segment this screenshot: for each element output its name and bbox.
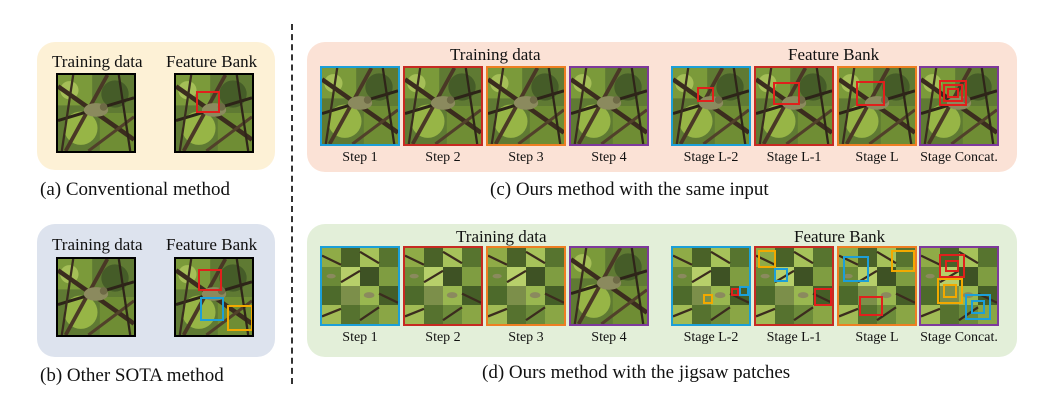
attention-box-red-inner xyxy=(947,88,959,98)
panel-d-stage-concat-label: Stage Concat. xyxy=(920,330,998,345)
bird-image-icon xyxy=(405,68,481,144)
panel-c-stage-concat-image xyxy=(919,66,999,146)
bird-image-icon xyxy=(58,259,134,335)
panel-b-training-image xyxy=(56,257,136,337)
panel-c-step-1-label: Step 1 xyxy=(342,150,378,165)
panel-d-stage-l-image xyxy=(837,246,917,326)
attention-box-red xyxy=(697,87,714,102)
panel-c-stage-l1-image xyxy=(754,66,834,146)
panel-c-step-2-image xyxy=(403,66,483,146)
panel-c-caption: (c) Ours method with the same input xyxy=(490,179,769,200)
bird-image-icon xyxy=(571,68,647,144)
panel-c-step-4-label: Step 4 xyxy=(591,150,627,165)
bird-image-icon xyxy=(756,68,832,144)
panel-c-stage-concat-label: Stage Concat. xyxy=(920,150,998,165)
panel-c-stage-l-image xyxy=(837,66,917,146)
panel-d-training-label: Training data xyxy=(456,227,547,246)
attention-box-red xyxy=(196,91,220,113)
panel-d-step-2-label: Step 2 xyxy=(425,330,461,345)
panel-d-stage-concat-image xyxy=(919,246,999,326)
attention-box-yellow xyxy=(703,294,713,304)
panel-a-caption: (a) Conventional method xyxy=(40,179,230,200)
panel-c-stage-l-label: Stage L xyxy=(855,150,899,165)
attention-box-red xyxy=(814,288,832,306)
panel-a-training-image xyxy=(56,73,136,153)
panel-c-step-3-label: Step 3 xyxy=(508,150,544,165)
bird-image-icon xyxy=(571,248,647,324)
panel-b-training-label: Training data xyxy=(52,235,143,254)
attention-box-blue xyxy=(739,286,749,296)
attention-box-yellow xyxy=(891,250,915,272)
panel-c-training-label: Training data xyxy=(450,45,541,64)
attention-box-yellow-inner xyxy=(943,284,957,298)
panel-c-step-2-label: Step 2 xyxy=(425,150,461,165)
bird-image-icon xyxy=(176,75,252,151)
attention-box-red-mid xyxy=(943,84,963,102)
panel-b-caption: (b) Other SOTA method xyxy=(40,365,224,386)
attention-box-red xyxy=(731,288,739,296)
panel-c-stage-l1-label: Stage L-1 xyxy=(766,150,822,165)
bird-image-icon xyxy=(322,68,398,144)
attention-box-red-outer xyxy=(939,80,967,106)
panel-d-stage-l-label: Stage L xyxy=(855,330,899,345)
attention-box-blue-inner xyxy=(971,300,985,314)
panel-d-step-4-image xyxy=(569,246,649,326)
bird-image-icon xyxy=(58,75,134,151)
panel-b-bank-label: Feature Bank xyxy=(166,235,258,254)
attention-box-red xyxy=(773,82,800,105)
panel-d-bank-label: Feature Bank xyxy=(794,227,886,246)
dashed-divider xyxy=(291,24,293,384)
attention-box-yellow-outer xyxy=(937,278,963,304)
panel-d-step-3-label: Step 3 xyxy=(508,330,544,345)
panel-c-stage-l2-image xyxy=(671,66,751,146)
panel-c-bank-label: Feature Bank xyxy=(788,45,880,64)
panel-d-step-3-image xyxy=(486,246,566,326)
attention-box-red xyxy=(856,81,885,106)
attention-box-yellow xyxy=(227,305,252,331)
attention-box-red xyxy=(198,269,222,291)
bird-image-icon xyxy=(488,68,564,144)
attention-box-red xyxy=(859,296,883,316)
attention-box-red-inner xyxy=(945,260,959,272)
attention-box-blue xyxy=(200,297,224,321)
attention-box-red-outer xyxy=(939,254,965,278)
panel-d-stage-l1-label: Stage L-1 xyxy=(766,330,822,345)
panel-d-step-4-label: Step 4 xyxy=(591,330,627,345)
panel-a-training-label: Training data xyxy=(52,52,143,71)
jigsaw-image-icon xyxy=(488,248,564,324)
panel-d-caption: (d) Ours method with the jigsaw patches xyxy=(482,362,791,383)
jigsaw-image-icon xyxy=(673,248,749,324)
panel-c-stage-l2-label: Stage L-2 xyxy=(683,150,739,165)
attention-box-yellow xyxy=(758,250,776,268)
attention-box-blue-outer xyxy=(965,294,991,320)
jigsaw-image-icon xyxy=(322,248,398,324)
panel-d-step-2-image xyxy=(403,246,483,326)
attention-box-blue xyxy=(774,268,788,282)
panel-a-bank-label: Feature Bank xyxy=(166,52,258,71)
panel-d-step-1-label: Step 1 xyxy=(342,330,378,345)
panel-d-step-1-image xyxy=(320,246,400,326)
panel-a-bank-image xyxy=(174,73,254,153)
bird-image-icon xyxy=(673,68,749,144)
jigsaw-image-icon xyxy=(405,248,481,324)
bird-image-icon xyxy=(839,68,915,144)
panel-c-step-4-image xyxy=(569,66,649,146)
panel-d-stage-l1-image xyxy=(754,246,834,326)
panel-d-stage-l2-label: Stage L-2 xyxy=(683,330,739,345)
panel-d-stage-l2-image xyxy=(671,246,751,326)
panel-c-step-3-image xyxy=(486,66,566,146)
panel-b-bank-image xyxy=(174,257,254,337)
panel-c-step-1-image xyxy=(320,66,400,146)
attention-box-blue xyxy=(843,256,869,282)
